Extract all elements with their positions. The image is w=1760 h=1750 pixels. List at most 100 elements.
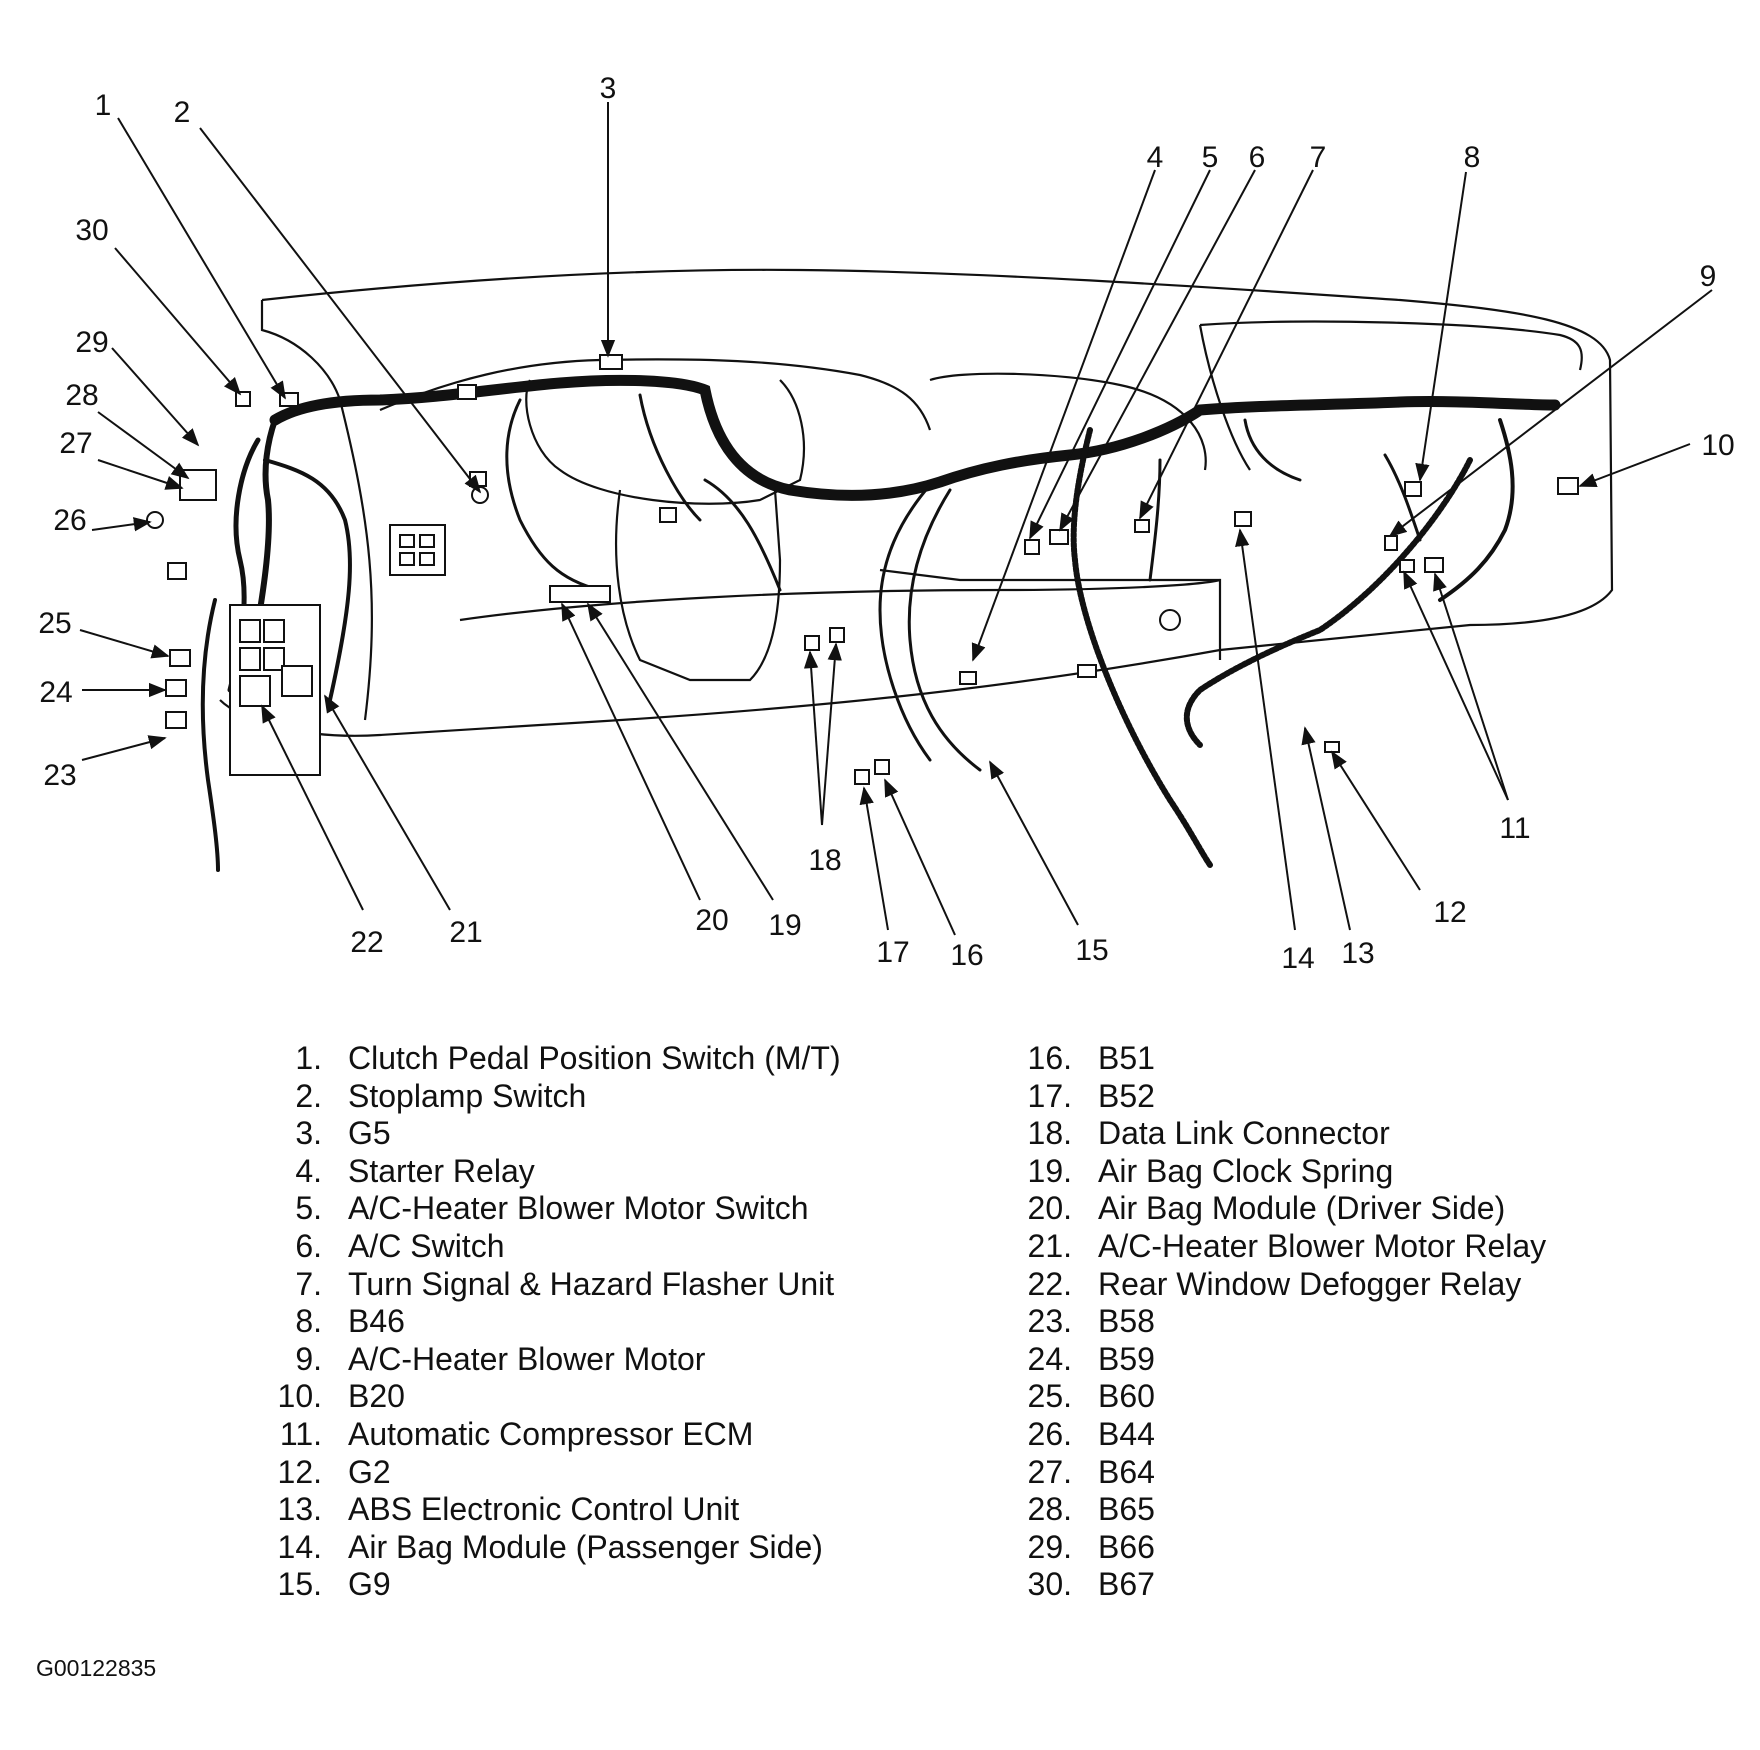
figure-code: G00122835 <box>36 1655 157 1681</box>
legend-number: 25. <box>1027 1378 1072 1415</box>
callout-25: 25 <box>38 607 71 640</box>
callout-4: 4 <box>1147 141 1164 174</box>
legend-label: B51 <box>1098 1040 1155 1076</box>
callout-3: 3 <box>600 72 617 105</box>
legend-number: 20. <box>1027 1190 1072 1227</box>
legend-item: 25. B60 <box>1000 1378 1546 1416</box>
legend-label: B58 <box>1098 1303 1155 1340</box>
legend-label: Automatic Compressor ECM <box>348 1415 754 1452</box>
legend-item: 21.A/C-Heater Blower Motor Relay <box>1000 1227 1547 1266</box>
legend-label: B64 <box>1098 1453 1155 1490</box>
legend-label: B60 <box>1098 1378 1155 1415</box>
callout-7: 7 <box>1310 141 1327 174</box>
callout-8: 8 <box>1464 141 1481 174</box>
legend-item: 22.Rear Window Defogger Relay <box>1000 1266 1546 1304</box>
legend-item: 8.B46 <box>250 1303 841 1341</box>
legend-item: 14.Air Bag Module (Passenger Side) <box>250 1529 841 1567</box>
legend-label: Rear Window Defogger Relay <box>1098 1265 1522 1302</box>
legend-label: B66 <box>1098 1528 1155 1565</box>
legend-item: 30. B67 <box>1000 1566 1546 1604</box>
dashboard-outline <box>219 268 1614 737</box>
legend-number: 24. <box>1027 1340 1072 1377</box>
legend-item: 1.Clutch Pedal Position Switch (M/T) <box>250 1040 840 1078</box>
callout-26: 26 <box>53 504 86 537</box>
legend-number: 2. <box>295 1077 322 1114</box>
legend-item: 15. G9 <box>250 1566 841 1604</box>
legend-label: B65 <box>1098 1491 1155 1528</box>
legend-item: 28. B65 <box>1000 1491 1546 1529</box>
callout-30: 30 <box>75 214 108 247</box>
legend-number: 11. <box>279 1415 322 1452</box>
legend-item: 26. B44 <box>1000 1416 1546 1454</box>
legend-number: 23. <box>1027 1303 1072 1340</box>
callout-13: 13 <box>1341 937 1374 970</box>
callout-27: 27 <box>59 427 92 460</box>
legend-number: 27. <box>1027 1453 1072 1490</box>
legend-item: 2. Stoplamp Switch <box>250 1078 841 1116</box>
leader-lines <box>79 102 1713 936</box>
legend-column-left: 1.Clutch Pedal Position Switch (M/T) 2. S… <box>250 1040 841 1604</box>
legend-number: 13. <box>277 1491 322 1528</box>
legend-item: 7.Turn Signal & Hazard Flasher Unit <box>250 1266 841 1304</box>
legend-label: A/C-Heater Blower Motor Relay <box>1098 1227 1547 1264</box>
legend-number: 8. <box>295 1303 322 1340</box>
wiring-harness-diagram: 1 2 3 4 5 6 7 8 9 10 11 12 13 14 15 16 1… <box>38 72 1734 975</box>
legend-item: 9. A/C-Heater Blower Motor <box>250 1341 841 1379</box>
callout-15: 15 <box>1075 934 1108 967</box>
callout-29: 29 <box>75 326 108 359</box>
legend-number: 19. <box>1027 1152 1072 1189</box>
legend-number: 16. <box>1027 1040 1072 1076</box>
legend-label: B67 <box>1098 1566 1155 1603</box>
legend-item: 16. B51 <box>1000 1040 1546 1078</box>
legend-item: 13.ABS Electronic Control Unit <box>250 1491 841 1529</box>
callout-20: 20 <box>695 904 728 937</box>
callout-2: 2 <box>174 96 191 129</box>
legend-number: 12. <box>277 1453 322 1490</box>
legend-item: 4.Starter Relay <box>250 1153 841 1191</box>
callout-11: 11 <box>1499 812 1530 845</box>
legend-label: Air Bag Clock Spring <box>1098 1152 1394 1189</box>
legend-label: Air Bag Module (Driver Side) <box>1098 1190 1506 1227</box>
legend-item: 10.B20 <box>250 1378 841 1416</box>
legend-number: 3. <box>295 1115 322 1152</box>
legend-number: 18. <box>1027 1115 1072 1152</box>
main-harness <box>200 374 1561 872</box>
legend-column-right: 16.B51 17.B52 18.Data Link Connector 19.… <box>1000 1040 1547 1604</box>
legend-label: Stoplamp Switch <box>348 1077 587 1114</box>
legend-number: 26. <box>1027 1415 1072 1452</box>
callout-23: 23 <box>43 759 76 792</box>
legend-label: A/C-Heater Blower Motor <box>348 1340 706 1377</box>
legend-label: Turn Signal & Hazard Flasher Unit <box>348 1265 835 1302</box>
legend-item: 3.G5 <box>250 1115 841 1153</box>
callout-6: 6 <box>1249 141 1266 174</box>
legend-number: 14. <box>277 1528 322 1565</box>
callout-10: 10 <box>1701 429 1734 462</box>
legend-item: 29.B66 <box>1000 1529 1546 1567</box>
legend-number: 30. <box>1027 1566 1072 1603</box>
legend-number: 15. <box>277 1566 322 1603</box>
callout-19: 19 <box>768 909 801 942</box>
legend-item: 23. B58 <box>1000 1303 1546 1341</box>
legend-label: B59 <box>1098 1340 1155 1377</box>
legend-label: B44 <box>1098 1415 1155 1452</box>
legend-label: G9 <box>348 1566 391 1603</box>
callout-22: 22 <box>350 926 383 959</box>
callout-1: 1 <box>95 89 112 122</box>
legend-label: Starter Relay <box>348 1152 535 1189</box>
legend-item: 19. Air Bag Clock Spring <box>1000 1153 1546 1191</box>
callout-17: 17 <box>876 936 909 969</box>
legend-number: 10. <box>277 1378 322 1415</box>
legend-number: 28. <box>1027 1491 1072 1528</box>
callout-12: 12 <box>1433 896 1466 929</box>
callout-28: 28 <box>65 379 98 412</box>
callout-21: 21 <box>449 916 482 949</box>
callout-16: 16 <box>950 939 983 972</box>
legend-label: Data Link Connector <box>1098 1115 1390 1152</box>
callout-14: 14 <box>1281 942 1314 975</box>
legend-item: 12.G2 <box>250 1454 841 1492</box>
callout-24: 24 <box>39 676 72 709</box>
legend-number: 9. <box>295 1340 322 1377</box>
legend-item: 20. Air Bag Module (Driver Side) <box>1000 1190 1546 1228</box>
legend-item: 5.A/C-Heater Blower Motor Switch <box>250 1190 841 1228</box>
legend-number: 17. <box>1027 1077 1072 1114</box>
